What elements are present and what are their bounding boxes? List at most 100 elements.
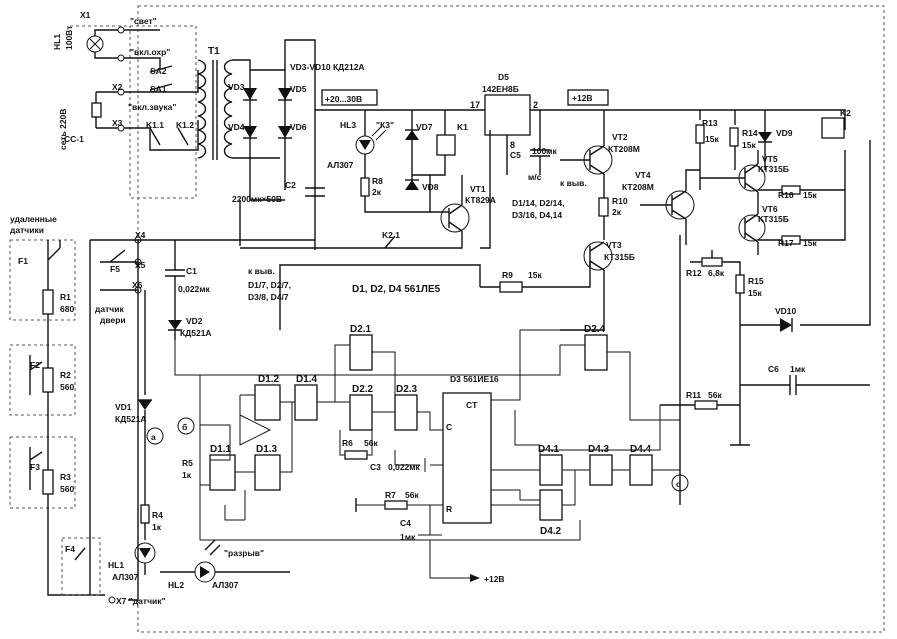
pins-left-2: D3/8, D4/7 — [248, 292, 289, 302]
r13-label: R13 — [702, 118, 718, 128]
gate-d2-2 — [349, 394, 373, 431]
r10-value: 2к — [612, 207, 622, 217]
remote-label-1: удаленные — [10, 214, 57, 224]
vt5-type: КТ315Б — [758, 164, 789, 174]
r3-value: 560 — [60, 484, 74, 494]
r5-value: 1к — [182, 470, 192, 480]
r16-value: 15к — [803, 190, 817, 200]
d12-label: D1.2 — [258, 374, 280, 385]
pins-right-2: D3/16, D4,14 — [512, 210, 562, 220]
vd7-label: VD7 — [416, 122, 433, 132]
r12-value: 6,8к — [708, 268, 725, 278]
d13-label: D1.3 — [256, 444, 278, 455]
c3-label: C3 — [370, 462, 381, 472]
c1-value: 0,022мк — [178, 284, 211, 294]
r8-label: R8 — [372, 176, 383, 186]
hl1-power-label: 100Вт — [64, 26, 74, 50]
r3-label: R3 — [60, 472, 71, 482]
c5-label: C5 — [510, 150, 521, 160]
net220-label: сеть 220В — [58, 109, 68, 150]
vt4-label: VT4 — [635, 170, 651, 180]
vkl-ohr-label: "вкл.охр" — [130, 47, 170, 57]
remote-label-2: датчики — [10, 225, 44, 235]
k21-label: K2.1 — [382, 230, 400, 240]
vt1-type: КТ829А — [465, 195, 496, 205]
r4-value: 1к — [152, 522, 162, 532]
r1-value: 680 — [60, 304, 74, 314]
d41-label: D4.1 — [538, 444, 560, 455]
door-label-1: датчик — [95, 304, 124, 314]
gate-d4-1 — [539, 454, 563, 486]
x7-label: X7 "датчик" — [116, 596, 166, 606]
r17-value: 15к — [803, 238, 817, 248]
gate-d1-3 — [254, 454, 281, 491]
c2-value: 2200мк×50В — [232, 194, 282, 204]
k-vyv-left: к выв. — [248, 266, 275, 276]
r6-label: R6 — [342, 438, 353, 448]
d14-label: D1.4 — [296, 374, 318, 385]
f3-label: F3 — [30, 462, 40, 472]
vt1-label: VT1 — [470, 184, 486, 194]
ss1-label: СС-1 — [64, 134, 84, 144]
vt3-type: КТ315Б — [604, 252, 635, 262]
r16-label: R16 — [778, 190, 794, 200]
node-a-label: а — [151, 432, 156, 442]
node-b-label: б — [182, 422, 187, 432]
hl3-label: HL3 — [340, 120, 356, 130]
r4-label: R4 — [152, 510, 163, 520]
x5-label: X5 — [135, 260, 146, 270]
vt2-label: VT2 — [612, 132, 628, 142]
vd-bridge-label: VD3-VD10 КД212А — [290, 62, 365, 72]
d5-type: 142ЕН8Б — [482, 84, 519, 94]
pins-left-1: D1/7, D2/7, — [248, 280, 291, 290]
c6-label: C6 — [768, 364, 779, 374]
hl2-label: HL2 — [168, 580, 184, 590]
f2-label: F2 — [30, 360, 40, 370]
f1-label: F1 — [18, 256, 28, 266]
v20-30-label: +20...30В — [325, 94, 362, 104]
d5-label: D5 — [498, 72, 509, 82]
hl1-top-label: HL1 — [52, 34, 62, 50]
r5-label: R5 — [182, 458, 193, 468]
r14-label: R14 — [742, 128, 758, 138]
k2-label: K2 — [840, 108, 851, 118]
hl3-type: АЛ307 — [327, 160, 354, 170]
d43-label: D4.3 — [588, 444, 610, 455]
razryv-label: "разрыв" — [224, 548, 264, 558]
c5-value: 100мк — [532, 146, 557, 156]
hl1-label: HL1 — [108, 560, 124, 570]
vd1-type: КД521А — [115, 414, 147, 424]
x1-label: X1 — [80, 10, 91, 20]
c3-value: 0,022мк — [388, 462, 421, 472]
k2-relay — [821, 117, 845, 139]
vt5-label: VT5 — [762, 154, 778, 164]
gate-d2-1 — [349, 334, 373, 371]
vt2-type: КТ208М — [608, 144, 640, 154]
d3-label: D3 561ИЕ16 — [450, 374, 499, 384]
logic-section — [146, 329, 689, 582]
pin-2: 2 — [533, 100, 538, 110]
r13-value: 15к — [705, 134, 719, 144]
ct-label: CT — [466, 400, 478, 410]
node-c-label: с — [676, 479, 681, 489]
output-section — [640, 109, 871, 505]
mains-section — [86, 26, 325, 250]
c1-label: C1 — [186, 266, 197, 276]
gate-d4-3 — [589, 454, 613, 486]
plus12-top: +12В — [572, 93, 593, 103]
d22-label: D2.2 — [352, 384, 374, 395]
f5-label: F5 — [110, 264, 120, 274]
c6-value: 1мк — [790, 364, 806, 374]
r15-label: R15 — [748, 276, 764, 286]
plus12-bottom: +12В — [484, 574, 505, 584]
vd2-label: VD2 — [186, 316, 203, 326]
vd3-label: VD3 — [228, 82, 245, 92]
r1-label: R1 — [60, 292, 71, 302]
d5-regulator — [484, 94, 531, 136]
r6-value: 56к — [364, 438, 378, 448]
r9-label: R9 — [502, 270, 513, 280]
vd8-label: VD8 — [422, 182, 439, 192]
c-input-label: C — [446, 422, 452, 432]
vt6-label: VT6 — [762, 204, 778, 214]
